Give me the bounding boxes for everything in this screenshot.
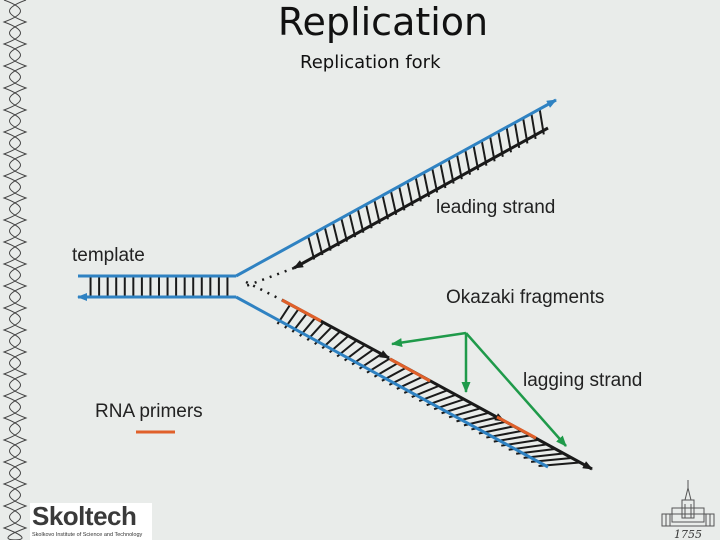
slide-title: Replication — [277, 0, 489, 44]
rna-primer-2 — [389, 357, 431, 383]
lagging-strand-label: lagging strand — [523, 370, 642, 391]
leading-fork-gap — [245, 266, 295, 288]
university-building-emblem: 1755 — [661, 480, 715, 540]
leading-strand-label: leading strand — [436, 197, 555, 218]
okazaki-pointer-right — [465, 332, 567, 447]
template-duplex — [77, 274, 236, 301]
chain-border-pattern — [2, 0, 28, 540]
skoltech-logo: Skoltech Skolkovo Institute of Science a… — [30, 501, 152, 540]
rna-primer-3 — [496, 415, 537, 440]
lagging-parental-strand — [235, 295, 549, 469]
leading-arm — [235, 98, 557, 288]
slide-subtitle: Replication fork — [300, 52, 441, 73]
lagging-fork-gap — [245, 280, 283, 302]
leading-parental-strand — [235, 98, 557, 278]
okazaki-fragments-label: Okazaki fragments — [446, 287, 604, 308]
skoltech-wordmark: Skoltech — [32, 501, 137, 531]
okazaki-pointer-left — [391, 331, 467, 347]
leading-new-strand — [293, 126, 549, 270]
leading-base-pair — [307, 236, 316, 260]
emblem-year: 1755 — [674, 528, 702, 540]
lagging-arm — [235, 280, 593, 471]
okazaki-pointers — [391, 331, 567, 447]
rna-primers-label: RNA primers — [95, 401, 203, 422]
rna-primer-1 — [281, 298, 322, 323]
skoltech-tagline: Skolkovo Institute of Science and Techno… — [32, 532, 143, 538]
template-label: template — [72, 245, 145, 266]
